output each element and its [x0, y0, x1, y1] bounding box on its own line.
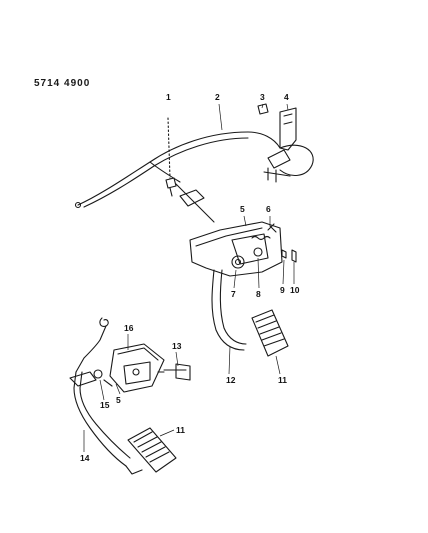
callout-10: 10 — [290, 285, 300, 295]
cable-loop-right — [279, 144, 314, 176]
cable-bracket — [279, 107, 297, 151]
cable-clip — [257, 103, 269, 115]
lower-pedal-bracket — [109, 343, 165, 393]
cable-lower-run — [149, 161, 181, 183]
cable-fitting — [267, 149, 291, 169]
callout-16: 16 — [124, 323, 134, 333]
lower-cable-hook — [99, 317, 109, 327]
callout-1: 1 — [166, 92, 171, 102]
callout-6: 6 — [266, 204, 271, 214]
bolt-head — [253, 247, 263, 257]
callout-12: 12 — [226, 375, 236, 385]
pedal-arm — [211, 269, 245, 351]
washer-9 — [281, 249, 287, 259]
cable-end-left — [74, 201, 82, 209]
callout-3: 3 — [260, 92, 265, 102]
callout-2: 2 — [215, 92, 220, 102]
callout-9: 9 — [280, 285, 285, 295]
pin-10 — [291, 249, 297, 263]
callout-15: 15 — [100, 400, 110, 410]
callout-11-upper: 11 — [278, 375, 287, 385]
cable-adjuster — [263, 167, 291, 183]
stopper-13 — [163, 363, 191, 381]
pedal-pad-lower — [127, 427, 177, 473]
return-spring — [251, 235, 271, 241]
callout-8: 8 — [256, 289, 261, 299]
callout-5-upper: 5 — [240, 204, 245, 214]
lower-pedal-arm — [73, 371, 127, 467]
cable-pin — [167, 117, 171, 179]
callout-7: 7 — [231, 289, 236, 299]
throttle-cable-inner — [83, 137, 249, 208]
pedal-linkage — [175, 183, 215, 223]
pivot-bushing — [231, 255, 245, 269]
callout-11-lower: 11 — [176, 425, 185, 435]
callout-4: 4 — [284, 92, 289, 102]
callout-14: 14 — [80, 453, 90, 463]
pedal-pad-upper — [251, 309, 289, 357]
callout-5-lower: 5 — [116, 395, 121, 405]
throttle-cable — [77, 131, 281, 206]
diagram-reference-number: 5714 4900 — [34, 78, 91, 89]
fastener-6 — [267, 223, 277, 233]
lower-bushing — [93, 369, 103, 379]
callout-13: 13 — [172, 341, 182, 351]
pedal-support-bracket — [189, 221, 283, 277]
